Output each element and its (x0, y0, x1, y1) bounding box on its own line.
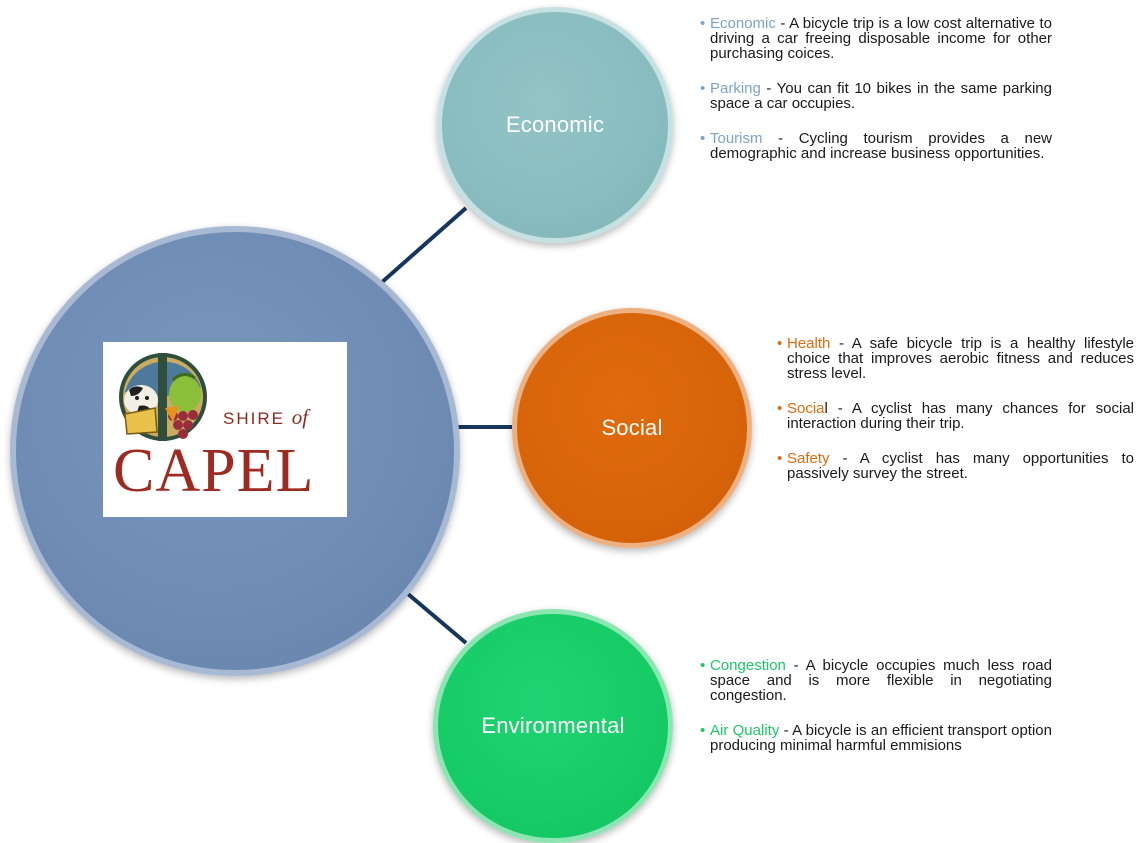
bullet-health: •Health - A safe bicycle trip is a healt… (777, 335, 1134, 382)
social-bullet-list: •Health - A safe bicycle trip is a healt… (777, 336, 1134, 501)
bullet-parking: •Parking - You can fit 10 bikes in the s… (700, 80, 1052, 112)
social-circle: Social (512, 308, 752, 548)
economic-bullet-list: •Economic - A bicycle trip is a low cost… (700, 16, 1052, 181)
social-label: Social (601, 415, 663, 440)
environmental-label: Environmental (481, 713, 625, 738)
environmental-circle: Environmental (433, 609, 673, 843)
bullet-tourism: •Tourism - Cycling tourism provides a ne… (700, 130, 1052, 162)
economic-label: Economic (505, 112, 605, 137)
environmental-bullet-list: •Congestion - A bicycle occupies much le… (700, 658, 1052, 773)
economic-circle: Economic (437, 7, 673, 243)
connector-economic (379, 206, 468, 285)
logo-emblem-icon (119, 353, 207, 441)
shire-of-capel-logo: SHIRE of CAPEL (103, 342, 347, 517)
bullet-social: •Social - A cyclist has many chances for… (777, 400, 1134, 432)
bullet-economic: •Economic - A bicycle trip is a low cost… (700, 15, 1052, 62)
bullet-air-quality: •Air Quality - A bicycle is an efficient… (700, 722, 1052, 754)
bullet-congestion: •Congestion - A bicycle occupies much le… (700, 657, 1052, 704)
logo-capel-text: CAPEL (113, 437, 315, 505)
bullet-safety: •Safety - A cyclist has many opportuniti… (777, 450, 1134, 482)
logo-shire-text: SHIRE of (223, 405, 309, 429)
